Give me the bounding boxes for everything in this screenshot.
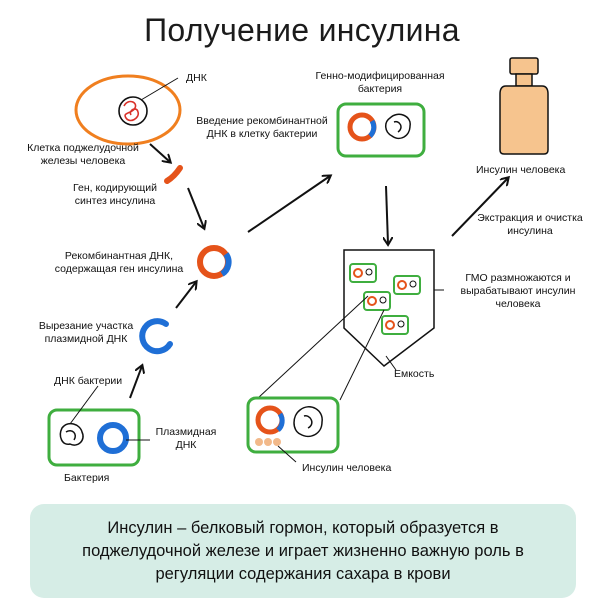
label-extraction: Экстракция и очистка инсулина: [477, 212, 583, 237]
label-gmo-multiply: ГМО размножаются и вырабатывают инсулин …: [460, 272, 576, 310]
label-dna: ДНК: [186, 72, 207, 84]
dna-pointer-line: [140, 77, 179, 101]
label-plasmid-dna: Плазмидная ДНК: [155, 426, 217, 451]
label-bacterial-dna: ДНК бактерии: [54, 375, 123, 387]
recombinant-ring-icon: [197, 245, 232, 279]
label-bacterium: Бактерия: [64, 472, 110, 484]
arrow-icon: [451, 178, 508, 237]
label-gmo-bacterium: Генно-модифицированная бактерия: [315, 70, 445, 95]
zoom-line: [257, 295, 369, 399]
label-plasmid-cut: Вырезание участка плазмидной ДНК: [38, 320, 134, 345]
arrow-icon: [187, 187, 204, 228]
label-human-insulin-top: Инсулин человека: [476, 164, 566, 176]
label-vessel: Емкость: [394, 368, 435, 380]
gene-fragment-icon: [164, 165, 183, 184]
zoom-line: [339, 309, 385, 401]
human-cell: [74, 74, 182, 146]
arrow-icon: [129, 366, 142, 399]
page-title: Получение инсулина: [144, 12, 460, 48]
arrow-icon: [149, 143, 170, 162]
label-human-insulin-bottom: Инсулин человека: [302, 462, 392, 474]
insulin-bottle-icon: [499, 57, 549, 155]
label-insulin-gene: Ген, кодирующий синтез инсулина: [73, 182, 157, 207]
arrow-icon: [386, 185, 388, 244]
gmo-bacterium-icon: [336, 102, 426, 158]
label-human-pancreas-cell: Клетка поджелудочной железы человека: [27, 142, 139, 167]
vessel-icon: [343, 249, 444, 371]
label-recombinant-dna: Рекомбинантная ДНК, содержащая ген инсул…: [54, 250, 184, 275]
arrow-icon: [247, 176, 330, 233]
insulin-producing-bacterium-icon: [246, 396, 340, 463]
definition-note: Инсулин – белковый гормон, который образ…: [30, 504, 576, 598]
label-dna-insertion: Введение рекомбинантной ДНК в клетку бак…: [196, 115, 328, 140]
cut-plasmid-icon: [139, 318, 173, 355]
arrow-icon: [175, 282, 196, 309]
dna-tangle-icon: [118, 96, 148, 126]
bacterium-icon: [47, 385, 150, 467]
definition-note-text: Инсулин – белковый гормон, который образ…: [82, 518, 524, 583]
